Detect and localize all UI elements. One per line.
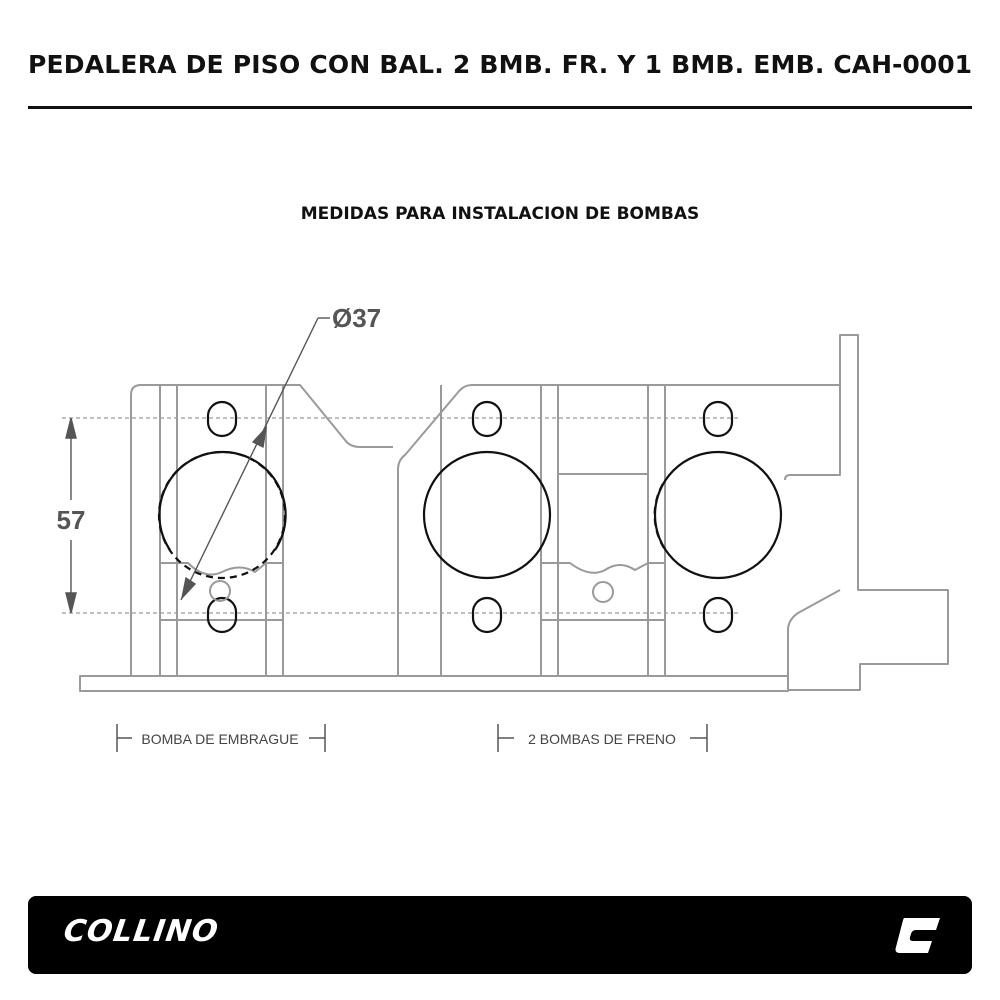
slot-hole xyxy=(471,400,503,438)
product-code: CAH-0001 xyxy=(833,50,972,79)
height-dimension-label: 57 xyxy=(57,505,86,535)
slot-hole xyxy=(471,596,503,634)
clutch-pump-label: BOMBA DE EMBRAGUE xyxy=(141,731,298,747)
slot-hole xyxy=(206,596,238,634)
slot-hole xyxy=(702,596,734,634)
brand-footer: COLLINO xyxy=(28,896,972,974)
base-plate xyxy=(79,675,789,692)
main-body xyxy=(397,384,841,676)
left-bracket xyxy=(130,384,393,676)
slot-hole xyxy=(702,400,734,438)
collino-c-logo-icon xyxy=(895,918,940,953)
page-title: PEDALERA DE PISO CON BAL. 2 BMB. FR. Y 1… xyxy=(28,50,825,79)
brake-pump-bore-2 xyxy=(653,450,783,580)
diameter-label: Ø37 xyxy=(332,303,381,333)
brand-logo-text: COLLINO xyxy=(61,914,221,949)
right-upright xyxy=(787,334,949,691)
brake-pump-bore-1 xyxy=(422,450,552,580)
slot-hole xyxy=(206,400,238,438)
brake-pumps-label: 2 BOMBAS DE FRENO xyxy=(528,731,676,747)
header-divider xyxy=(28,106,972,109)
diagram-subtitle: MEDIDAS PARA INSTALACION DE BOMBAS xyxy=(300,204,700,224)
